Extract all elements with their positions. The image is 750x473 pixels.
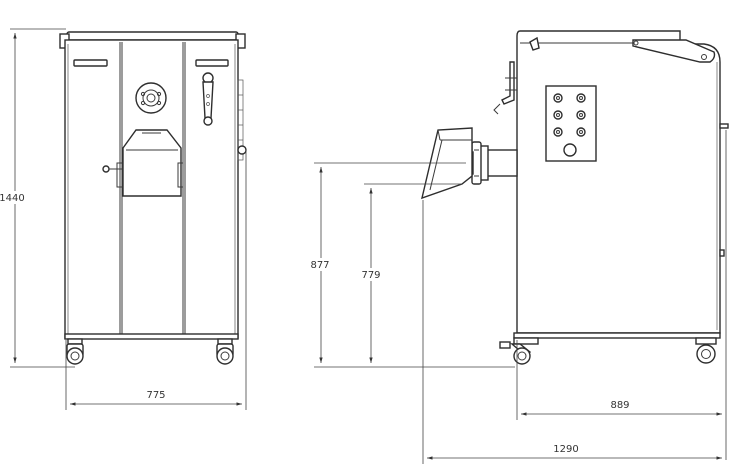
front-feed-lever bbox=[202, 72, 214, 126]
side-lid-arm bbox=[632, 39, 716, 63]
front-hopper bbox=[116, 129, 184, 197]
dim-total-height-label: 1440 bbox=[0, 193, 25, 204]
front-view bbox=[59, 31, 247, 365]
side-body bbox=[516, 30, 721, 334]
front-caster-right bbox=[216, 338, 234, 365]
dim-outlet-inner-height-label: 779 bbox=[361, 270, 380, 281]
front-handle-right bbox=[195, 59, 229, 67]
side-control-panel bbox=[545, 85, 597, 162]
front-side-knob bbox=[237, 145, 247, 155]
dim-total-length-label: 1290 bbox=[553, 444, 578, 455]
side-rear-handle bbox=[719, 123, 729, 129]
dim-side-depth-label: 889 bbox=[610, 400, 629, 411]
front-knob bbox=[102, 165, 110, 173]
side-caster-front bbox=[499, 337, 539, 365]
side-lever bbox=[493, 61, 517, 115]
front-handle-left bbox=[73, 59, 108, 67]
dim-outlet-height: 877 bbox=[305, 162, 515, 368]
front-caster-left bbox=[66, 338, 84, 365]
dim-front-width: 775 bbox=[65, 150, 247, 410]
front-grinder-head bbox=[135, 82, 167, 114]
front-side-strip bbox=[237, 79, 244, 161]
dim-outlet-inner-height: 779 bbox=[356, 183, 462, 363]
side-caster-rear bbox=[695, 337, 717, 364]
front-top-lid bbox=[66, 31, 239, 41]
dim-total-length: 1290 bbox=[422, 200, 722, 464]
dim-front-width-label: 775 bbox=[146, 390, 165, 401]
side-base bbox=[513, 332, 721, 339]
dim-outlet-height-label: 877 bbox=[310, 260, 329, 271]
side-latch bbox=[529, 36, 540, 51]
dim-side-depth: 889 bbox=[516, 130, 727, 460]
dim-total-height: 1440 bbox=[0, 28, 75, 368]
side-view bbox=[421, 30, 729, 365]
